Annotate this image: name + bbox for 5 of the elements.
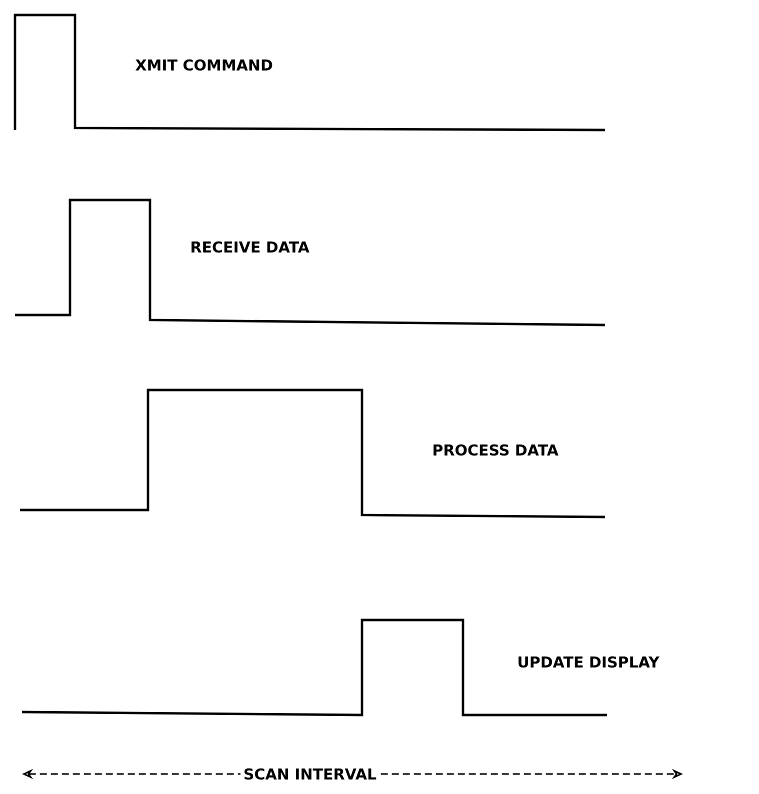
- signal-label: XMIT COMMAND: [135, 59, 272, 71]
- signal-label: PROCESS DATA: [434, 444, 558, 456]
- dimension-label: SCAN INTERVAL: [240, 765, 380, 783]
- signal-label: UPDATE DISPLAY: [518, 656, 660, 668]
- signal-label: RECEIVE DATA: [192, 241, 310, 253]
